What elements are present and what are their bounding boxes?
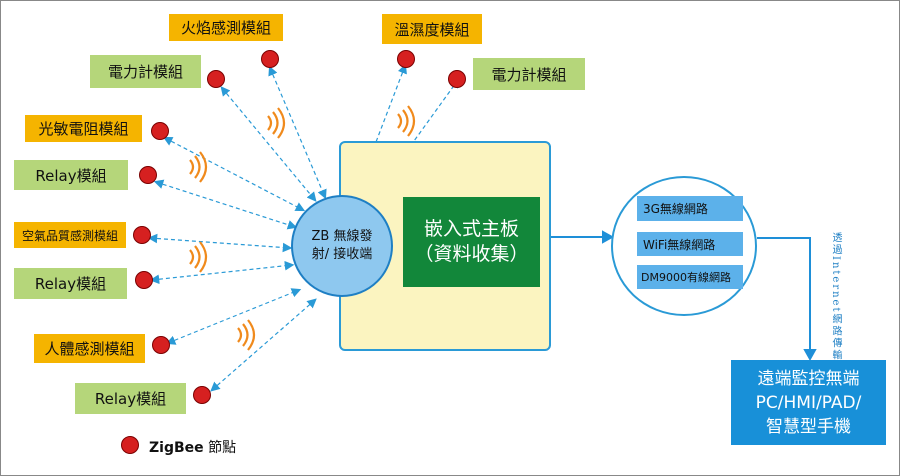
network-dm9000: DM9000有線網路 bbox=[637, 265, 743, 289]
zb-transceiver: ZB 無線發 射/ 接收端 bbox=[291, 195, 393, 297]
signal-waves bbox=[189, 105, 416, 351]
zb-line1: ZB 無線發 bbox=[311, 229, 373, 244]
legend-node-icon bbox=[121, 436, 139, 454]
zigbee-node-human bbox=[152, 336, 170, 354]
link-human bbox=[165, 288, 302, 345]
legend-brand: ZigBee bbox=[149, 440, 204, 456]
module-power-left: 電力計模組 bbox=[90, 55, 201, 88]
network-3g: 3G無線網路 bbox=[637, 196, 743, 221]
main-board-label: 嵌入式主板 （資料收集） bbox=[403, 197, 540, 287]
remote-line1: 遠端監控無端 bbox=[757, 368, 860, 389]
zigbee-node-power-right bbox=[448, 70, 466, 88]
main-board-line2: （資料收集） bbox=[414, 243, 529, 265]
zigbee-node-flame bbox=[261, 50, 279, 68]
module-flame: 火焰感測模組 bbox=[169, 14, 283, 41]
module-relay-1: Relay模組 bbox=[14, 160, 128, 190]
link-light bbox=[162, 136, 306, 212]
module-relay-3: Relay模組 bbox=[75, 383, 186, 414]
module-light: 光敏電阻模組 bbox=[25, 115, 142, 142]
zigbee-node-relay-2 bbox=[135, 271, 153, 289]
link-relay-3 bbox=[210, 298, 317, 392]
module-relay-2: Relay模組 bbox=[14, 268, 127, 299]
link-relay-2 bbox=[149, 260, 295, 285]
module-human: 人體感測模組 bbox=[34, 334, 145, 363]
link-relay-1 bbox=[153, 179, 298, 230]
zigbee-node-power-left bbox=[207, 70, 225, 88]
module-air-quality: 空氣品質感測模組 bbox=[14, 222, 126, 248]
main-board-line1: 嵌入式主板 bbox=[423, 218, 519, 240]
zb-line2: 射/ 接收端 bbox=[311, 247, 373, 262]
zigbee-node-light bbox=[151, 122, 169, 140]
zigbee-node-temp bbox=[397, 50, 415, 68]
network-wifi: WiFi無線網路 bbox=[637, 232, 743, 256]
remote-monitor: 遠端監控無端 PC/HMI/PAD/ 智慧型手機 bbox=[731, 360, 886, 445]
zigbee-node-relay-1 bbox=[139, 166, 157, 184]
internet-label: 透過Internet網路傳輸 bbox=[830, 232, 841, 362]
link-air bbox=[147, 233, 293, 253]
link-flame bbox=[268, 65, 327, 200]
module-power-right: 電力計模組 bbox=[473, 58, 585, 90]
legend-suffix: 節點 bbox=[203, 440, 237, 456]
remote-line2: PC/HMI/PAD/ bbox=[755, 392, 862, 413]
remote-line3: 智慧型手機 bbox=[766, 416, 851, 437]
legend-label: ZigBee 節點 bbox=[149, 437, 236, 457]
link-network-remote bbox=[757, 237, 811, 350]
zigbee-node-air bbox=[133, 226, 151, 244]
zigbee-node-relay-3 bbox=[193, 386, 211, 404]
module-temp-humidity: 溫濕度模組 bbox=[382, 14, 482, 44]
link-power-left bbox=[220, 86, 317, 202]
